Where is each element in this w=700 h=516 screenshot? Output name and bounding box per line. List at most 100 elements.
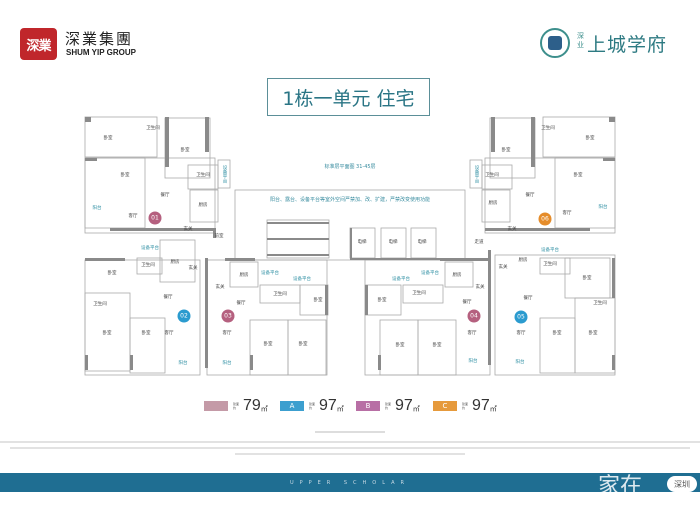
room-entry: 玄关 xyxy=(475,285,485,290)
room-bedroom: 卧室 xyxy=(585,136,595,141)
room-balcony: 阳台 xyxy=(222,361,232,366)
legend-small-label: 建面约 xyxy=(385,402,392,410)
area-legend: 建面约 79 ㎡ A 建面约 97 ㎡ B 建面约 97 ㎡ C 建面约 97 … xyxy=(204,397,504,415)
developer-name-en: SHUM YIP GROUP xyxy=(66,48,136,57)
room-bedroom: 卧室 xyxy=(298,342,308,347)
project-name: 上城学府 xyxy=(587,34,668,56)
fine-print-line xyxy=(235,453,465,455)
room-dining: 餐厅 xyxy=(236,301,246,306)
room-bedroom: 卧室 xyxy=(103,136,113,141)
legend-swatch xyxy=(204,401,228,411)
unit-badge-03: 03 xyxy=(221,309,235,323)
fine-print-line xyxy=(10,447,690,449)
room-living: 客厅 xyxy=(164,331,174,336)
room-entry: 玄关 xyxy=(507,227,517,232)
legend-unit: ㎡ xyxy=(336,404,344,413)
room-kitchen: 厨房 xyxy=(518,258,528,263)
unit-badge-04: 04 xyxy=(467,309,481,323)
room-entry: 玄关 xyxy=(215,285,225,290)
room-bedroom: 卧室 xyxy=(588,331,598,336)
legend-area: 97 xyxy=(319,397,337,414)
project-logo: 深业 上城学府 xyxy=(540,28,680,68)
room-bathroom: 卫生间 xyxy=(196,173,210,178)
developer-seal: 深業 xyxy=(20,28,57,60)
room-dining: 餐厅 xyxy=(462,300,472,305)
room-equipment: 设备平台 xyxy=(261,271,279,276)
legend-area: 97 xyxy=(395,397,413,414)
legend-area: 97 xyxy=(472,397,490,414)
room-bathroom: 卫生间 xyxy=(485,173,499,178)
room-bathroom: 卫生间 xyxy=(543,262,557,267)
room-balcony: 阳台 xyxy=(468,359,478,364)
room-elevator: 电梯 xyxy=(417,240,427,245)
unit-badge-01: 01 xyxy=(148,211,162,225)
room-living: 客厅 xyxy=(467,331,477,336)
room-entry: 玄关 xyxy=(498,265,508,270)
room-bedroom: 卧室 xyxy=(107,271,117,276)
room-equipment: 设备平台 xyxy=(293,277,311,282)
room-bathroom: 卫生间 xyxy=(141,263,155,268)
room-bedroom: 卧室 xyxy=(313,298,323,303)
legend-swatch: B xyxy=(356,401,380,411)
legend-small-label: 建面约 xyxy=(462,402,469,410)
floor-range-note: 标准层平面图 31-45层 xyxy=(324,164,376,170)
room-balcony: 阳台 xyxy=(515,360,525,365)
page-title: 1栋一单元 住宅 xyxy=(267,78,430,116)
room-entry: 玄关 xyxy=(183,227,193,232)
legend-unit: ㎡ xyxy=(260,404,268,413)
room-bedroom: 卧室 xyxy=(180,148,190,153)
room-bedroom: 卧室 xyxy=(395,343,405,348)
room-equipment: 设备平台 xyxy=(541,248,559,253)
legend-unit: ㎡ xyxy=(489,404,497,413)
room-bathroom: 卫生间 xyxy=(146,126,160,131)
room-kitchen: 厨房 xyxy=(198,203,208,208)
developer-name-cn: 深業集團 xyxy=(65,30,134,48)
fine-print-line xyxy=(0,441,700,443)
room-bedroom: 卧室 xyxy=(432,343,442,348)
room-dining: 餐厅 xyxy=(163,295,173,300)
room-equipment: 设备平台 xyxy=(474,165,479,183)
room-bedroom: 卧室 xyxy=(582,276,592,281)
room-dining: 餐厅 xyxy=(525,193,535,198)
room-corridor: 走道 xyxy=(474,240,484,245)
room-bathroom: 卫生间 xyxy=(93,302,107,307)
watermark-city: 深圳 xyxy=(667,476,697,492)
room-living: 客厅 xyxy=(222,331,232,336)
room-lobby: 前室 xyxy=(214,234,224,239)
disclaimer-line xyxy=(315,431,385,433)
room-bedroom: 卧室 xyxy=(263,342,273,347)
room-equipment: 设备平台 xyxy=(421,271,439,276)
room-bedroom: 卧室 xyxy=(102,331,112,336)
room-bedroom: 卧室 xyxy=(573,173,583,178)
legend-item: B 建面约 97 ㎡ xyxy=(356,397,420,414)
project-prefix: 深业 xyxy=(577,32,584,49)
legend-swatch: A xyxy=(280,401,304,411)
watermark: 家在 xyxy=(598,474,643,499)
legend-swatch: C xyxy=(433,401,457,411)
unit-badge-05: 05 xyxy=(514,310,528,324)
room-equipment: 设备平台 xyxy=(392,277,410,282)
room-kitchen: 厨房 xyxy=(452,273,462,278)
legend-area: 79 xyxy=(243,397,261,414)
room-bedroom: 卧室 xyxy=(120,173,130,178)
room-living: 客厅 xyxy=(128,214,138,219)
room-equipment: 设备平台 xyxy=(222,165,227,183)
floor-plan xyxy=(84,116,616,376)
room-dining: 餐厅 xyxy=(523,296,533,301)
room-bathroom: 卫生间 xyxy=(273,292,287,297)
room-dining: 餐厅 xyxy=(160,193,170,198)
room-balcony: 阳台 xyxy=(598,205,608,210)
room-living: 客厅 xyxy=(516,331,526,336)
room-kitchen: 厨房 xyxy=(239,273,249,278)
emblem-icon xyxy=(540,28,570,58)
room-bedroom: 卧室 xyxy=(377,298,387,303)
legend-item: 建面约 79 ㎡ xyxy=(204,397,268,414)
room-balcony: 阳台 xyxy=(92,206,102,211)
room-bathroom: 卫生间 xyxy=(593,301,607,306)
room-elevator: 电梯 xyxy=(357,240,367,245)
unit-badge-06: 06 xyxy=(538,212,552,226)
room-bathroom: 卫生间 xyxy=(541,126,555,131)
room-kitchen: 厨房 xyxy=(488,201,498,206)
room-bedroom: 卧室 xyxy=(141,331,151,336)
room-elevator: 电梯 xyxy=(388,240,398,245)
